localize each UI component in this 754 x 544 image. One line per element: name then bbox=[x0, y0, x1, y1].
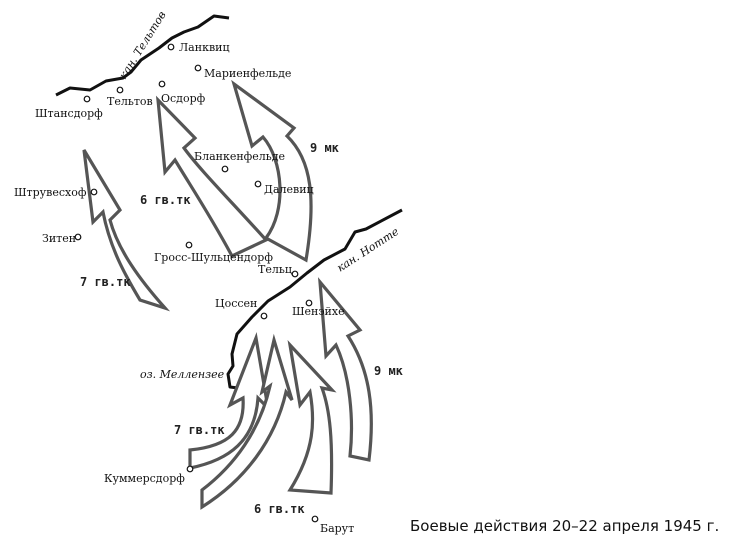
town-marker-gross-schulzendorf bbox=[185, 241, 193, 249]
town-marker-blankenfelde bbox=[221, 165, 229, 173]
town-label-blankenfelde: Бланкенфельде bbox=[194, 150, 285, 163]
town-marker-osdorf bbox=[158, 80, 166, 88]
arrow-6gvtk-south-right bbox=[287, 340, 337, 495]
town-marker-marienfelde bbox=[194, 64, 202, 72]
map-caption: Боевые действия 20–22 апреля 1945 г. bbox=[410, 517, 720, 535]
town-label-lankwitz: Ланквиц bbox=[179, 41, 230, 54]
town-marker-sieten bbox=[74, 233, 82, 241]
town-marker-lankwitz bbox=[167, 43, 175, 51]
town-label-telz: Тельц bbox=[258, 263, 292, 276]
arrow-6gvtk-north bbox=[155, 95, 269, 259]
unit-label-7gvtk-south: 7 гв.тк bbox=[174, 423, 225, 437]
town-label-zossen: Цоссен bbox=[215, 297, 257, 310]
town-marker-zossen bbox=[260, 312, 268, 320]
lake-label: оз. Меллензее bbox=[140, 368, 225, 381]
arrow-6gvtk-south-left bbox=[200, 333, 294, 510]
town-marker-dahlewitz bbox=[254, 180, 262, 188]
town-marker-struveshof bbox=[90, 188, 98, 196]
town-label-struveshof: Штрувесхоф bbox=[14, 186, 87, 199]
town-marker-stahnsdorf bbox=[83, 95, 91, 103]
notte-canal-line bbox=[226, 208, 403, 390]
arrow-9mk-south bbox=[317, 277, 373, 462]
town-label-teltow: Тельтов bbox=[107, 95, 153, 108]
town-marker-schoeneiche bbox=[305, 299, 313, 307]
arrow-7gvtk-north bbox=[82, 149, 171, 312]
town-label-osdorf: Осдорф bbox=[161, 92, 206, 105]
town-marker-baruth bbox=[311, 515, 319, 523]
arrow-9mk-north bbox=[231, 79, 313, 263]
unit-label-7gvtk-north: 7 гв.тк bbox=[80, 275, 131, 289]
unit-label-6gvtk-south: 6 гв.тк bbox=[254, 502, 305, 516]
teltow-canal-line bbox=[55, 14, 230, 97]
unit-label-6gvtk-north: 6 гв.тк bbox=[140, 193, 191, 207]
town-marker-kummersdorf bbox=[186, 465, 194, 473]
town-label-baruth: Барут bbox=[320, 522, 354, 535]
town-label-marienfelde: Мариенфельде bbox=[204, 67, 291, 80]
arrow-7gvtk-south bbox=[188, 332, 271, 470]
town-marker-telz bbox=[291, 270, 299, 278]
town-label-gross-schulzendorf: Гросс-Шульцендорф bbox=[154, 251, 273, 264]
town-label-kummersdorf: Куммерсдорф bbox=[104, 472, 185, 485]
town-label-dahlewitz: Далевиц bbox=[264, 183, 314, 196]
unit-label-9mk-north: 9 мк bbox=[310, 141, 340, 155]
town-label-stahnsdorf: Штансдорф bbox=[35, 107, 103, 120]
town-marker-teltow bbox=[116, 86, 124, 94]
town-label-sieten: Зитен bbox=[42, 232, 76, 245]
town-label-schoeneiche: Шенэйхе bbox=[292, 305, 345, 318]
unit-label-9mk-south: 9 мк bbox=[374, 364, 404, 378]
